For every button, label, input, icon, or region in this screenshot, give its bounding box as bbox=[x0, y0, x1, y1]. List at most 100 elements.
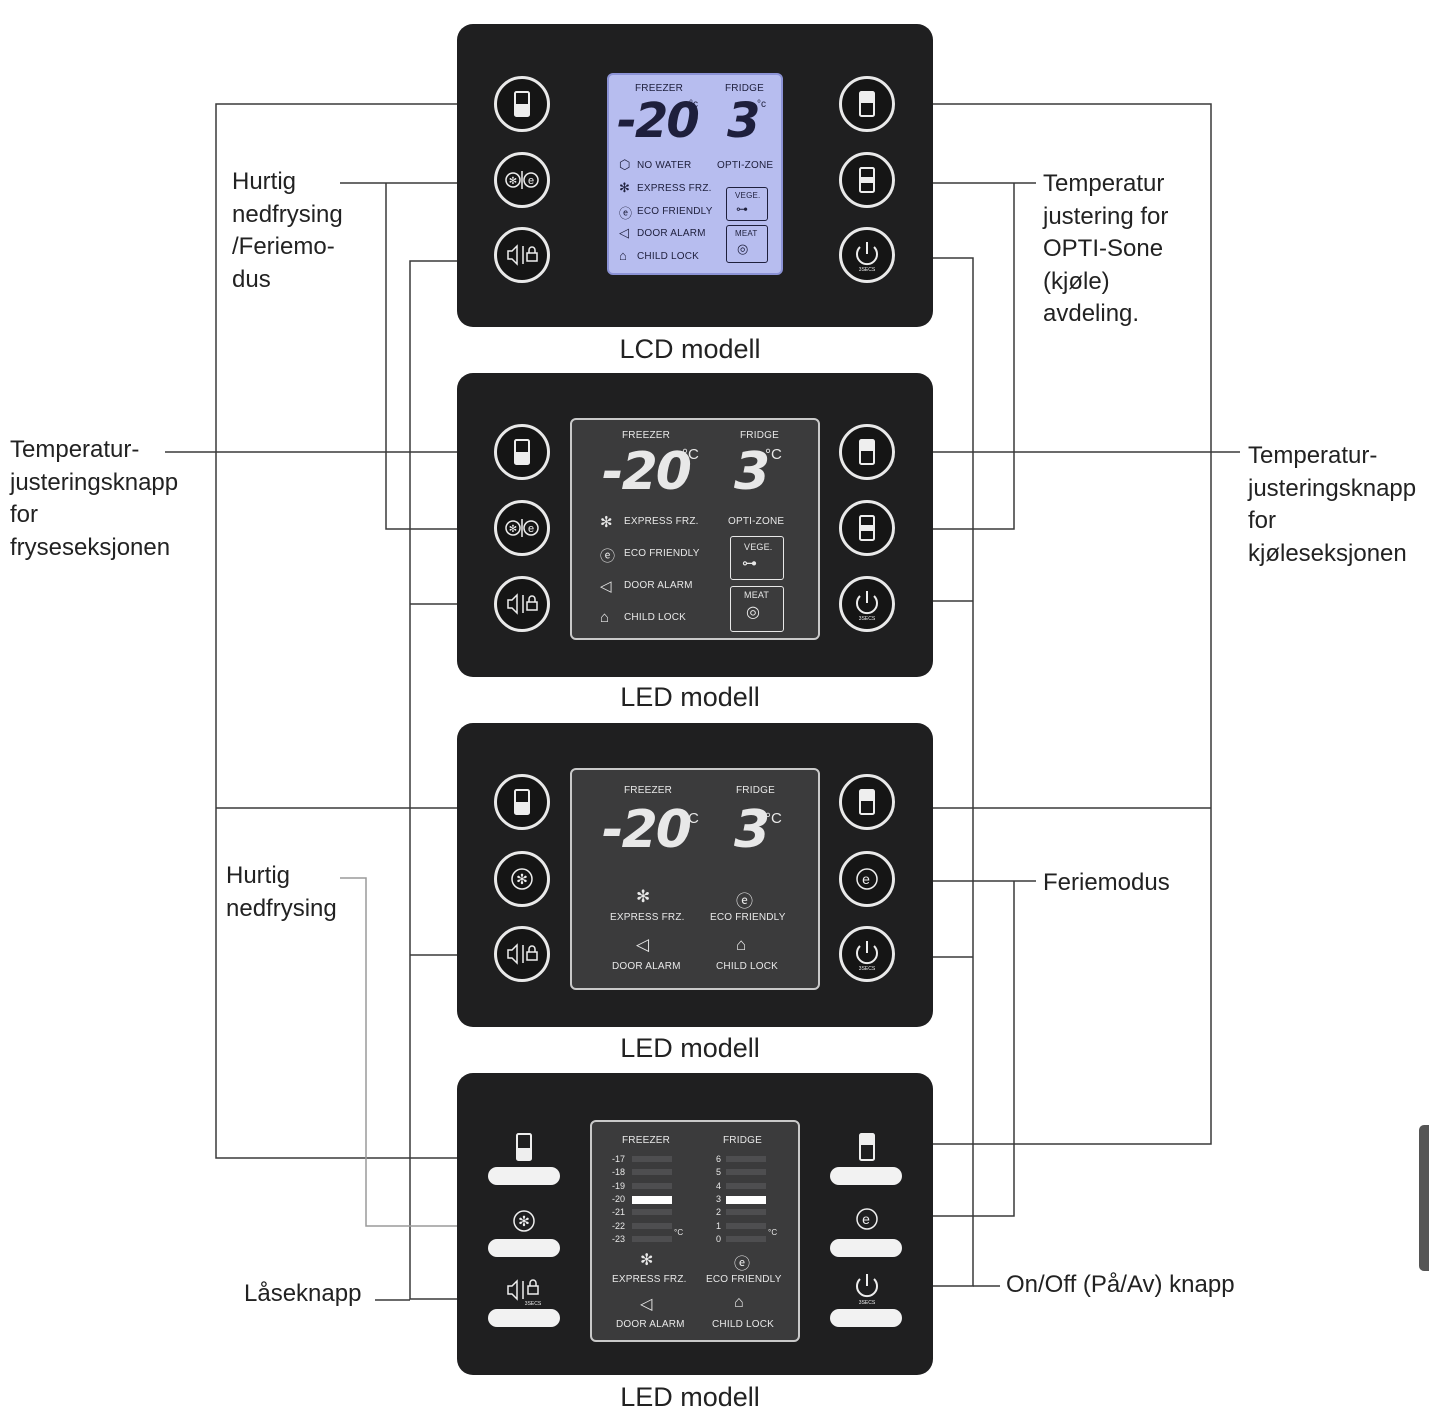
child-lock-indicator: CHILD LOCK bbox=[624, 612, 687, 623]
callout-opti-sone: Temperatur justering for OPTI-Sone (kjøl… bbox=[1043, 170, 1169, 327]
freezer-label: FREEZER bbox=[624, 785, 673, 796]
eco-icon: ⓔ bbox=[600, 548, 616, 565]
fridge-temp-button[interactable] bbox=[839, 424, 895, 480]
express-frz-button[interactable]: ✻ bbox=[502, 1203, 546, 1239]
eco-friendly-pill[interactable] bbox=[830, 1239, 902, 1257]
fridge-label: FRIDGE bbox=[725, 83, 764, 94]
express-frz-indicator: EXPRESS FRZ. bbox=[624, 516, 699, 527]
callout-laseknapp: Låseknapp bbox=[244, 1280, 362, 1307]
eco-friendly-button[interactable]: e bbox=[839, 851, 895, 907]
svg-text:e: e bbox=[862, 871, 870, 887]
freezer-scale-bar bbox=[632, 1235, 672, 1242]
freezer-scale-bar bbox=[632, 1182, 672, 1189]
led-model-label-3: LED modell bbox=[620, 1382, 760, 1412]
snowflake-icon: ✻ bbox=[600, 514, 613, 531]
lock-icon: ⌂ bbox=[619, 248, 627, 263]
fridge-label: FRIDGE bbox=[723, 1135, 762, 1146]
fridge-temp-button[interactable] bbox=[839, 774, 895, 830]
svg-text:e: e bbox=[528, 523, 534, 535]
vege-zone-box bbox=[726, 187, 768, 221]
child-lock-indicator: CHILD LOCK bbox=[716, 961, 779, 972]
freezer-temp-pill[interactable] bbox=[488, 1167, 560, 1185]
svg-text:3SECS: 3SECS bbox=[859, 267, 876, 273]
fridge-temp-readout: 3 bbox=[727, 93, 760, 149]
svg-text:e: e bbox=[862, 1211, 870, 1227]
vege-label: VEGE. bbox=[744, 542, 773, 552]
child-lock-indicator: CHILD LOCK bbox=[637, 251, 700, 262]
eco-friendly-button[interactable]: e bbox=[845, 1201, 889, 1237]
express-frz-button[interactable]: ✻ bbox=[494, 851, 550, 907]
svg-text:3SECS: 3SECS bbox=[859, 966, 876, 972]
carrot-icon: ⊶ bbox=[736, 202, 748, 216]
callout-hurtig: Hurtig nedfrysing bbox=[226, 862, 337, 922]
fridge-bar-degc: °C bbox=[768, 1228, 778, 1237]
vege-label: VEGE. bbox=[735, 191, 761, 200]
fridge-temp-pill[interactable] bbox=[830, 1167, 902, 1185]
led-model-label-1: LED modell bbox=[620, 682, 760, 712]
svg-text:3SECS: 3SECS bbox=[859, 616, 876, 622]
freezer-deg: °C bbox=[682, 810, 699, 827]
speaker-icon: ◁ bbox=[619, 225, 629, 240]
fridge-deg: °c bbox=[757, 99, 766, 110]
freezer-deg: °c bbox=[689, 99, 698, 110]
freezer-deg: °C bbox=[682, 446, 699, 463]
fridge-scale-label: 2 bbox=[716, 1207, 722, 1218]
freezer-label: FREEZER bbox=[635, 83, 684, 94]
freezer-label: FREEZER bbox=[622, 1135, 671, 1146]
alarm-lock-button[interactable] bbox=[494, 926, 550, 982]
fridge-deg: °C bbox=[765, 446, 782, 463]
alarm-lock-button[interactable]: 3SECS bbox=[502, 1272, 546, 1308]
opti-zone-indicator: OPTI-ZONE bbox=[717, 160, 774, 171]
opti-zone-temp-button[interactable] bbox=[839, 152, 895, 208]
lcd-model-label: LCD modell bbox=[619, 334, 761, 364]
freezer-label: FREEZER bbox=[622, 430, 671, 441]
svg-text:✻: ✻ bbox=[518, 1213, 530, 1229]
eco-friendly-indicator: ECO FRIENDLY bbox=[706, 1274, 782, 1285]
express-frz-indicator: EXPRESS FRZ. bbox=[610, 912, 685, 923]
fridge-temp-button[interactable] bbox=[839, 76, 895, 132]
freezer-temp-button[interactable] bbox=[502, 1130, 546, 1166]
express-frz-indicator: EXPRESS FRZ. bbox=[637, 183, 712, 194]
freezer-scale-label: -21 bbox=[612, 1207, 626, 1218]
power-button[interactable]: 3SECS bbox=[839, 576, 895, 632]
express-frz-pill[interactable] bbox=[488, 1239, 560, 1257]
speaker-icon: ◁ bbox=[600, 578, 612, 595]
fridge-temp-readout: 3 bbox=[734, 800, 770, 860]
svg-text:3SECS: 3SECS bbox=[859, 1300, 876, 1306]
freezer-scale-bar bbox=[632, 1209, 672, 1216]
power-button[interactable]: 3SECS bbox=[839, 926, 895, 982]
vege-zone-box bbox=[730, 536, 784, 580]
fridge-scale-label: 5 bbox=[716, 1167, 722, 1178]
fridge-temp-button[interactable] bbox=[845, 1130, 889, 1166]
power-button[interactable]: 3SECS bbox=[839, 227, 895, 283]
eco-friendly-indicator: ECO FRIENDLY bbox=[710, 912, 786, 923]
freezer-scale-label: -23 bbox=[612, 1233, 626, 1244]
carrot-icon: ⊶ bbox=[742, 555, 757, 572]
meat-icon: ◎ bbox=[746, 604, 760, 621]
freezer-temp-readout: -20 bbox=[617, 93, 700, 149]
eco-icon: ⓔ bbox=[619, 206, 633, 221]
eco-friendly-indicator: ECO FRIENDLY bbox=[637, 206, 713, 217]
freezer-temp-button[interactable] bbox=[494, 76, 550, 132]
opti-zone-temp-button[interactable] bbox=[839, 500, 895, 556]
freezer-scale-label: -20 bbox=[612, 1193, 626, 1204]
cube-icon: ⬡ bbox=[619, 157, 631, 172]
express-frz-eco-button[interactable]: ✻e bbox=[494, 500, 550, 556]
freezer-temp-button[interactable] bbox=[494, 774, 550, 830]
alarm-lock-button[interactable] bbox=[494, 576, 550, 632]
express-frz-eco-button[interactable]: ✻e bbox=[494, 152, 550, 208]
freezer-temp-button[interactable] bbox=[494, 424, 550, 480]
power-pill[interactable] bbox=[830, 1309, 902, 1327]
snowflake-icon: ✻ bbox=[619, 180, 630, 195]
callout-onoff: On/Off (På/Av) knapp bbox=[1006, 1271, 1235, 1298]
alarm-lock-button[interactable] bbox=[494, 227, 550, 283]
page-edge-tab bbox=[1419, 1125, 1429, 1271]
led-model-label-2: LED modell bbox=[620, 1033, 760, 1063]
svg-text:✻: ✻ bbox=[509, 176, 517, 187]
alarm-lock-pill[interactable] bbox=[488, 1309, 560, 1327]
svg-text:e: e bbox=[528, 175, 534, 187]
power-button[interactable]: 3SECS bbox=[845, 1270, 889, 1306]
fridge-scale-bar bbox=[726, 1182, 766, 1189]
freezer-scale-label: -22 bbox=[612, 1220, 626, 1231]
